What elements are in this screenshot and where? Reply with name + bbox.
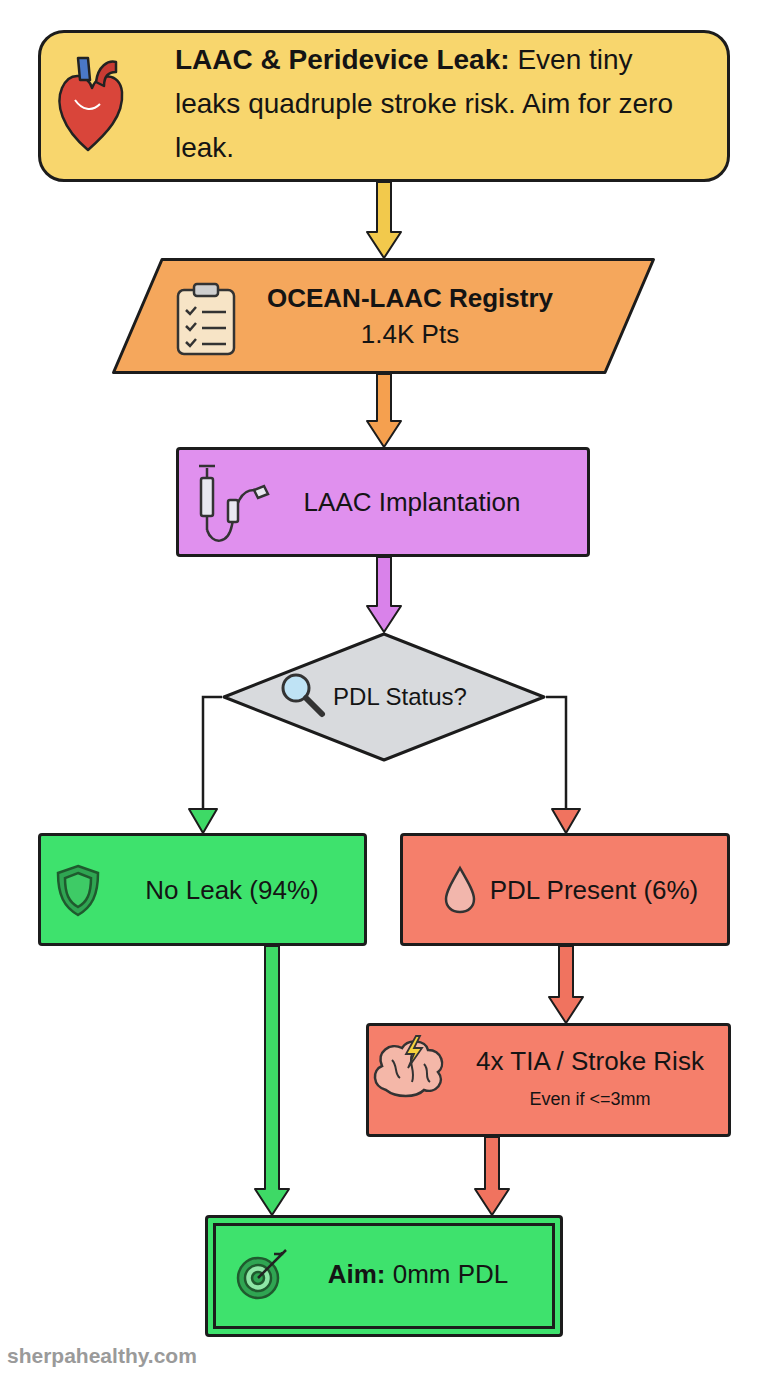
node-body: 0mm PDL — [393, 1259, 509, 1289]
arrow-shaft — [367, 374, 401, 447]
arrow-shaft — [475, 1137, 509, 1215]
arrow-head — [552, 809, 580, 833]
risk-box: 4x TIA / Stroke RiskEven if <=3mm — [366, 1023, 731, 1137]
node-body: 1.4K Pts — [361, 316, 459, 352]
connector-arrow — [189, 697, 222, 833]
connector-line — [203, 697, 222, 809]
text-area: PDL Status? — [310, 632, 490, 762]
node-heading: LAAC & Peridevice Leak: — [175, 44, 510, 75]
connector-arrow — [546, 697, 580, 833]
connector-arrow — [549, 946, 583, 1023]
text-area: OCEAN-LAAC Registry1.4K Pts — [245, 270, 575, 362]
connector-arrow — [255, 946, 289, 1215]
text-area: 4x TIA / Stroke RiskEven if <=3mm — [450, 1031, 730, 1129]
connector-arrow — [367, 557, 401, 632]
registry-parallelogram: OCEAN-LAAC Registry1.4K Pts — [112, 258, 655, 374]
watermark: sherpahealthy.com — [7, 1344, 197, 1368]
node-heading: PDL Present (6%) — [490, 873, 699, 907]
node-heading: OCEAN-LAAC Registry — [267, 280, 553, 316]
text-paragraph: Aim:0mm PDL — [298, 1257, 538, 1295]
outcome-box: No Leak (94%) — [38, 833, 367, 946]
node-heading: LAAC Implantation — [304, 485, 521, 519]
arrow-head — [189, 809, 217, 833]
connector-arrow — [475, 1137, 509, 1215]
parallelogram-outline — [112, 258, 655, 374]
connector-line — [546, 697, 566, 809]
connector-arrow — [367, 182, 401, 258]
arrow-shaft — [367, 557, 401, 632]
connector-arrow — [367, 374, 401, 447]
text-area: Aim:0mm PDL — [298, 1215, 538, 1337]
node-body: Even if <=3mm — [529, 1080, 650, 1118]
process-box: LAAC Implantation — [176, 447, 590, 557]
goal-box: Aim:0mm PDL — [205, 1215, 563, 1337]
node-heading: No Leak (94%) — [145, 873, 318, 907]
outcome-box: PDL Present (6%) — [400, 833, 730, 946]
node-heading: PDL Status? — [333, 682, 467, 712]
arrow-shaft — [367, 182, 401, 258]
shape-fill — [114, 260, 654, 373]
decision-diamond: PDL Status? — [222, 632, 546, 762]
node-heading: Aim: — [328, 1259, 386, 1289]
text-area: No Leak (94%) — [122, 833, 342, 946]
text-area: PDL Present (6%) — [474, 833, 714, 946]
node-heading: 4x TIA / Stroke Risk — [476, 1042, 704, 1080]
shape-fill — [224, 634, 544, 760]
arrow-shaft — [255, 946, 289, 1215]
text-area: LAAC & Peridevice Leak:Even tiny leaks q… — [175, 44, 695, 168]
text-paragraph: LAAC & Peridevice Leak:Even tiny leaks q… — [175, 40, 695, 172]
arrow-shaft — [549, 946, 583, 1023]
text-area: LAAC Implantation — [267, 447, 557, 557]
summary-box: LAAC & Peridevice Leak:Even tiny leaks q… — [38, 30, 730, 182]
